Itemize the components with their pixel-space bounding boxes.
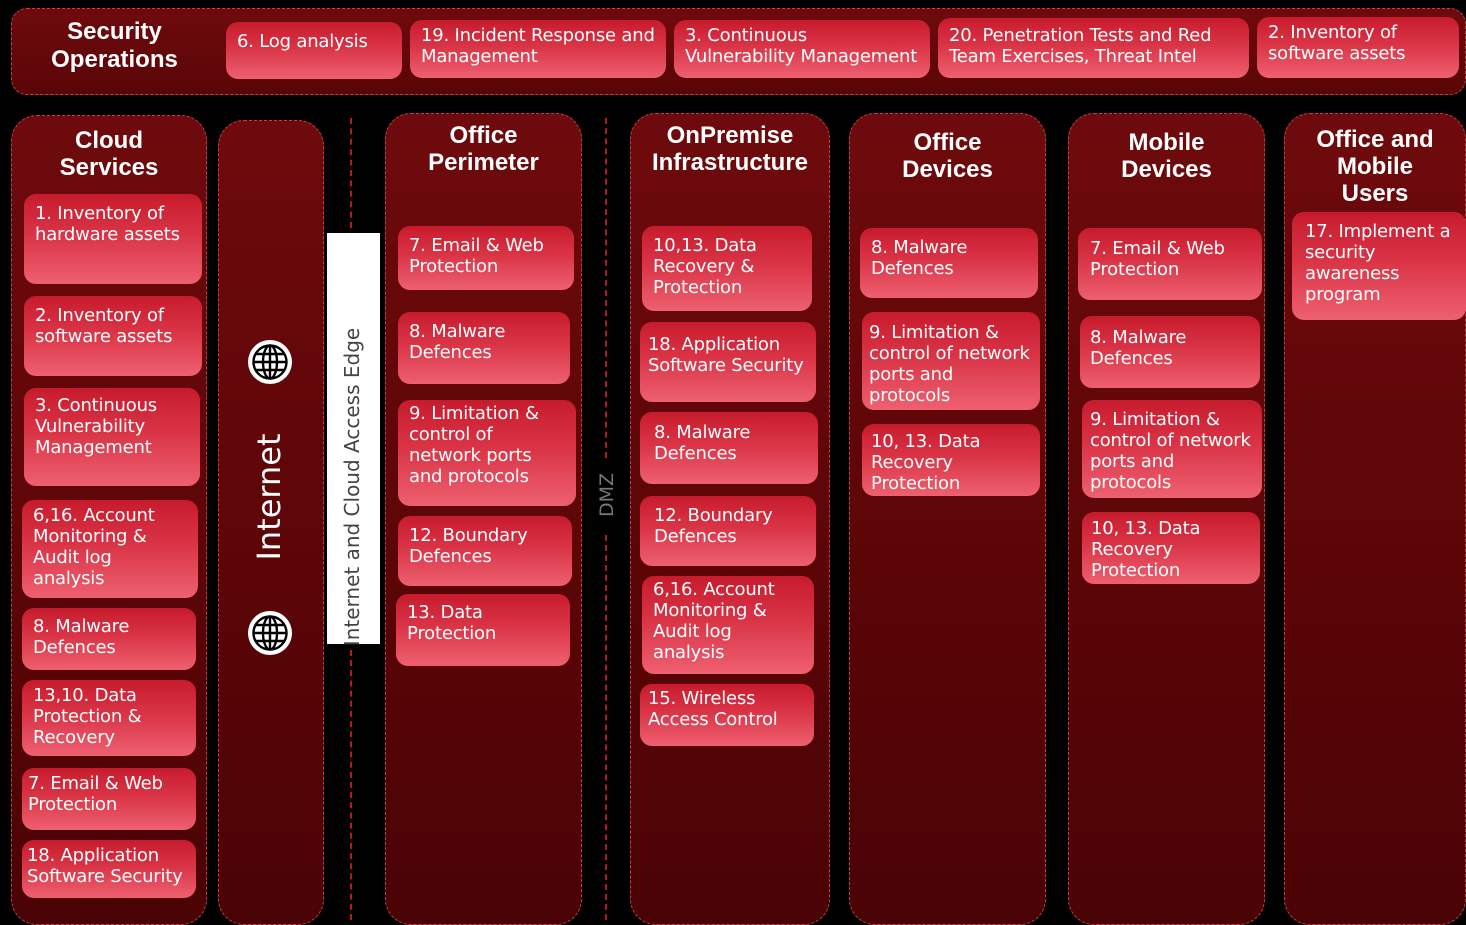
lane-internet [218, 120, 324, 925]
onprem-card-wireless-access: 15. Wireless Access Control [640, 684, 814, 746]
perimeter-card-email-web: 7. Email & Web Protection [398, 226, 574, 290]
dmz-label: DMZ [596, 472, 618, 518]
lane-title-onprem: OnPremise Infrastructure [651, 122, 809, 176]
onprem-card-malware-defences: 8. Malware Defences [640, 412, 818, 484]
onprem-card-boundary-defences: 12. Boundary Defences [640, 496, 816, 566]
perimeter-card-network-ports: 9. Limitation & control of network ports… [398, 400, 576, 506]
onprem-card-data-recovery: 10,13. Data Recovery & Protection [642, 226, 812, 311]
dmz-divider [605, 118, 607, 458]
edge-divider-lower [350, 650, 352, 920]
office-devices-card-network-ports: 9. Limitation & control of network ports… [862, 312, 1040, 410]
ops-card-penetration-tests: 20. Penetration Tests and Red Team Exerc… [938, 18, 1249, 78]
lane-title-cloud: Cloud Services [59, 127, 159, 181]
cloud-card-hardware-inventory: 1. Inventory of hardware assets [24, 194, 202, 284]
edge-divider [350, 118, 352, 228]
perimeter-card-data-protection: 13. Data Protection [396, 594, 570, 666]
onprem-card-application-security: 18. Application Software Security [640, 322, 816, 402]
onprem-card-account-monitoring: 6,16. Account Monitoring & Audit log ana… [642, 576, 814, 674]
cloud-card-malware-defences: 8. Malware Defences [22, 608, 196, 670]
mobile-devices-card-data-recovery: 10, 13. Data Recovery Protection [1082, 512, 1260, 584]
perimeter-card-boundary-defences: 12. Boundary Defences [398, 516, 572, 586]
edge-label: Internet and Cloud Access Edge [340, 327, 364, 647]
ops-card-incident-response: 19. Incident Response and Management [410, 20, 666, 78]
ops-card-log-analysis: 6. Log analysis [226, 22, 402, 79]
lane-title-office-devices: Office Devices [902, 129, 993, 183]
users-card-security-awareness: 17. Implement a security awareness progr… [1292, 212, 1466, 320]
edge-box [327, 233, 380, 644]
mobile-devices-card-email-web: 7. Email & Web Protection [1078, 228, 1262, 300]
mobile-devices-card-malware-defences: 8. Malware Defences [1080, 316, 1260, 388]
security-operations-title: Security Operations [51, 18, 178, 73]
ops-card-vulnerability-management: 3. Continuous Vulnerability Management [674, 20, 930, 78]
cloud-card-email-web: 7. Email & Web Protection [22, 768, 196, 830]
cloud-card-account-monitoring: 6,16. Account Monitoring & Audit log ana… [22, 500, 198, 598]
globe-icon [248, 340, 292, 384]
office-devices-card-malware-defences: 8. Malware Defences [860, 228, 1038, 298]
lane-title-users: Office and Mobile Users [1316, 126, 1434, 207]
dmz-divider-lower [605, 535, 607, 920]
cloud-card-vulnerability-management: 3. Continuous Vulnerability Management [24, 388, 200, 486]
cloud-card-data-protection: 13,10. Data Protection & Recovery [22, 680, 196, 756]
lane-title-mobile-devices: Mobile Devices [1121, 129, 1212, 183]
cloud-card-application-security: 18. Application Software Security [22, 840, 196, 898]
globe-icon [248, 611, 292, 655]
perimeter-card-malware-defences: 8. Malware Defences [398, 312, 570, 384]
office-devices-card-data-recovery: 10, 13. Data Recovery Protection [862, 424, 1040, 496]
ops-card-software-inventory: 2. Inventory of software assets [1257, 17, 1459, 78]
mobile-devices-card-network-ports: 9. Limitation & control of network ports… [1082, 400, 1262, 498]
cloud-card-software-inventory: 2. Inventory of software assets [24, 296, 202, 376]
internet-label: Internet [250, 433, 288, 561]
lane-title-perimeter: Office Perimeter [428, 122, 539, 176]
